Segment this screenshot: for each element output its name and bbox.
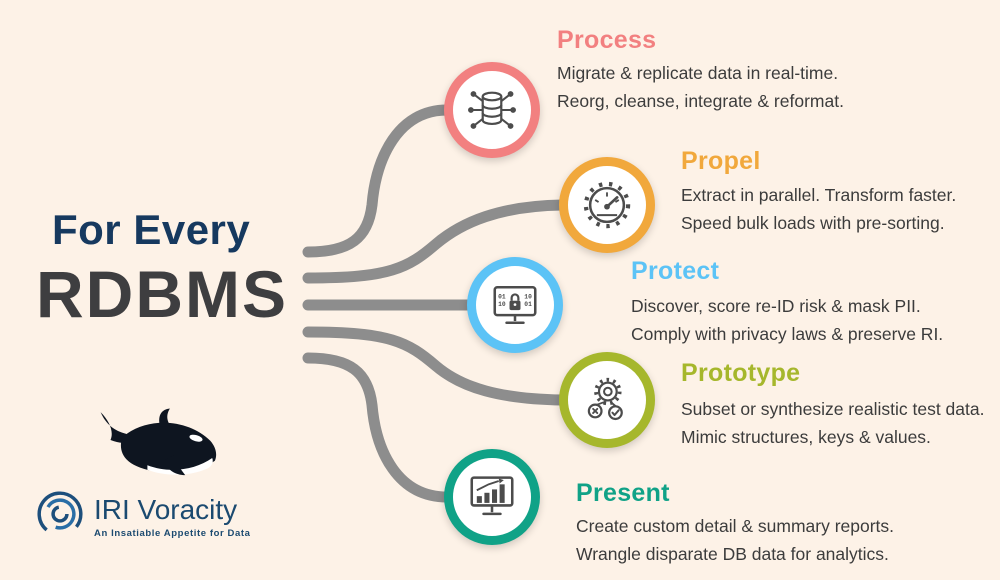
protect-desc-line1: Discover, score re-ID risk & mask PII. (631, 296, 921, 316)
connector-process (302, 104, 453, 258)
propel-desc-line2: Speed bulk loads with pre-sorting. (681, 212, 945, 233)
gauge-gear-icon (583, 181, 631, 229)
branch-desc-protect: Discover, score re-ID risk & mask PII. Co… (631, 293, 943, 348)
branch-title-prototype: Prototype (681, 359, 801, 387)
process-desc-line1: Migrate & replicate data in real-time. (557, 63, 839, 83)
database-network-icon (468, 91, 516, 129)
svg-text:01: 01 (524, 301, 532, 308)
brand-logo: IRI Voracity An Insatiable Appetite for … (34, 486, 251, 540)
title-for-every: For Every (52, 206, 251, 253)
svg-text:10: 10 (498, 301, 506, 308)
branch-title-protect: Protect (631, 257, 720, 285)
branch-desc-propel: Extract in parallel. Transform faster. Sp… (681, 182, 956, 237)
prototype-icon-ring (559, 352, 655, 448)
prototype-desc-line1: Subset or synthesize realistic test data… (681, 399, 985, 419)
brand-name: IRI Voracity (94, 494, 238, 525)
orca-icon (100, 408, 217, 476)
connector-prototype (302, 326, 568, 406)
present-desc-line2: Wrangle disparate DB data for analytics. (576, 543, 889, 564)
protect-desc-line2: Comply with privacy laws & preserve RI. (631, 323, 944, 344)
branch-desc-present: Create custom detail & summary reports. W… (576, 513, 894, 568)
connector-propel (302, 199, 568, 284)
present-desc-line1: Create custom detail & summary reports. (576, 516, 895, 536)
brand-tagline: An Insatiable Appetite for Data (94, 528, 251, 539)
branch-title-process: Process (557, 26, 657, 54)
branch-title-propel: Propel (681, 147, 761, 175)
propel-desc-line1: Extract in parallel. Transform faster. (681, 185, 957, 205)
process-desc-line2: Reorg, cleanse, integrate & reformat. (557, 90, 844, 111)
branch-title-present: Present (576, 479, 670, 507)
svg-text:10: 10 (524, 293, 532, 300)
process-icon-ring (444, 62, 540, 158)
prototype-desc-line2: Mimic structures, keys & values. (681, 426, 931, 447)
propel-icon-ring (559, 157, 655, 253)
page-title: For Every RDBMS (36, 206, 288, 332)
branch-desc-process: Migrate & replicate data in real-time. Re… (557, 60, 844, 115)
svg-text:01: 01 (498, 293, 506, 300)
branch-desc-prototype: Subset or synthesize realistic test data… (681, 396, 984, 451)
title-rdbms: RDBMS (36, 257, 288, 331)
swirl-logo-icon (37, 491, 83, 537)
gears-test-check-icon (587, 377, 623, 421)
present-icon-ring (444, 449, 540, 545)
connector-present (302, 352, 453, 503)
bar-chart-monitor-icon (470, 476, 514, 516)
